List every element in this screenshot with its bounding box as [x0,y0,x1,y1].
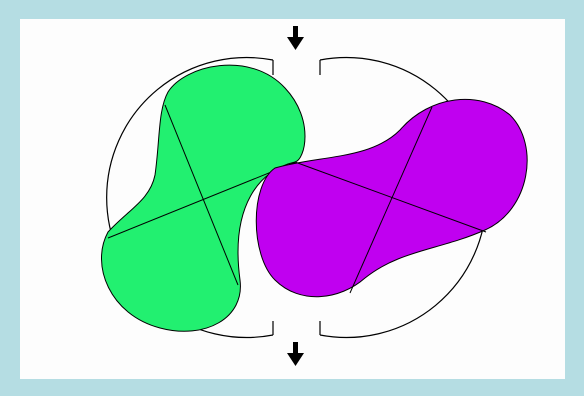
arrow-down-icon [287,342,304,366]
lobe-left-axis-b [107,161,297,239]
lobe-right-axis-b [349,106,433,294]
lobe-right-axis-a [294,161,487,233]
arrow-down-icon [287,26,304,50]
lobe-left-axis-a [164,104,239,286]
